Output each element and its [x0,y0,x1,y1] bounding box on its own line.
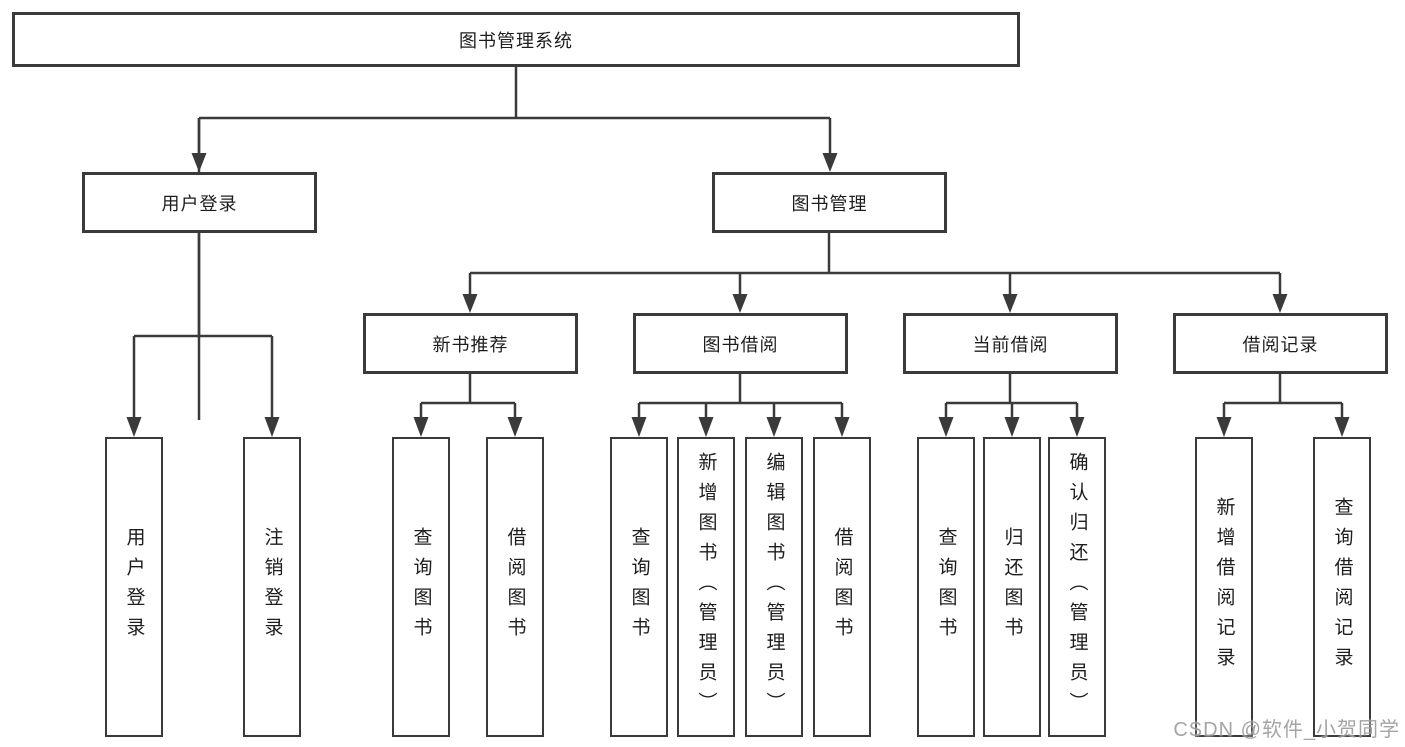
connector-bookmgmt-to-level3 [462,233,1288,313]
connector-root-to-level2 [191,67,838,420]
node-borrow-records: 借阅记录 [1173,313,1388,374]
connector-userlogin-to-leaves [126,233,280,437]
node-book-management: 图书管理 [712,172,947,233]
node-leaf-br-query-record: 查询借阅记录 [1313,437,1371,737]
node-leaf-bb-add-books-admin: 新增图书（管理员） [677,437,735,737]
connector-newbook-to-leaves [413,374,523,437]
node-leaf-cb-query-books: 查询图书 [917,437,975,737]
node-root: 图书管理系统 [12,12,1020,67]
node-leaf-user-login: 用户登录 [105,437,163,737]
node-current-borrow: 当前借阅 [903,313,1118,374]
csdn-watermark: CSDN @软件_小贺同学 [1173,719,1400,741]
node-leaf-cb-return-books: 归还图书 [983,437,1041,737]
node-leaf-nbr-borrow-books: 借阅图书 [486,437,544,737]
node-leaf-cb-confirm-return-admin: 确认归还（管理员） [1048,437,1106,737]
node-user-login: 用户登录 [82,172,317,233]
node-leaf-nbr-query-books: 查询图书 [392,437,450,737]
connector-borrowrecords-to-leaves [1216,374,1350,437]
node-leaf-bb-query-books: 查询图书 [610,437,668,737]
node-new-book-recommend: 新书推荐 [363,313,578,374]
node-leaf-bb-edit-books-admin: 编辑图书（管理员） [745,437,803,737]
node-leaf-br-add-record: 新增借阅记录 [1195,437,1253,737]
node-book-borrow: 图书借阅 [633,313,848,374]
connector-bookborrow-to-leaves [631,374,850,437]
node-leaf-logout: 注销登录 [243,437,301,737]
connector-currentborrow-to-leaves [938,374,1085,437]
node-leaf-bb-borrow-books: 借阅图书 [813,437,871,737]
